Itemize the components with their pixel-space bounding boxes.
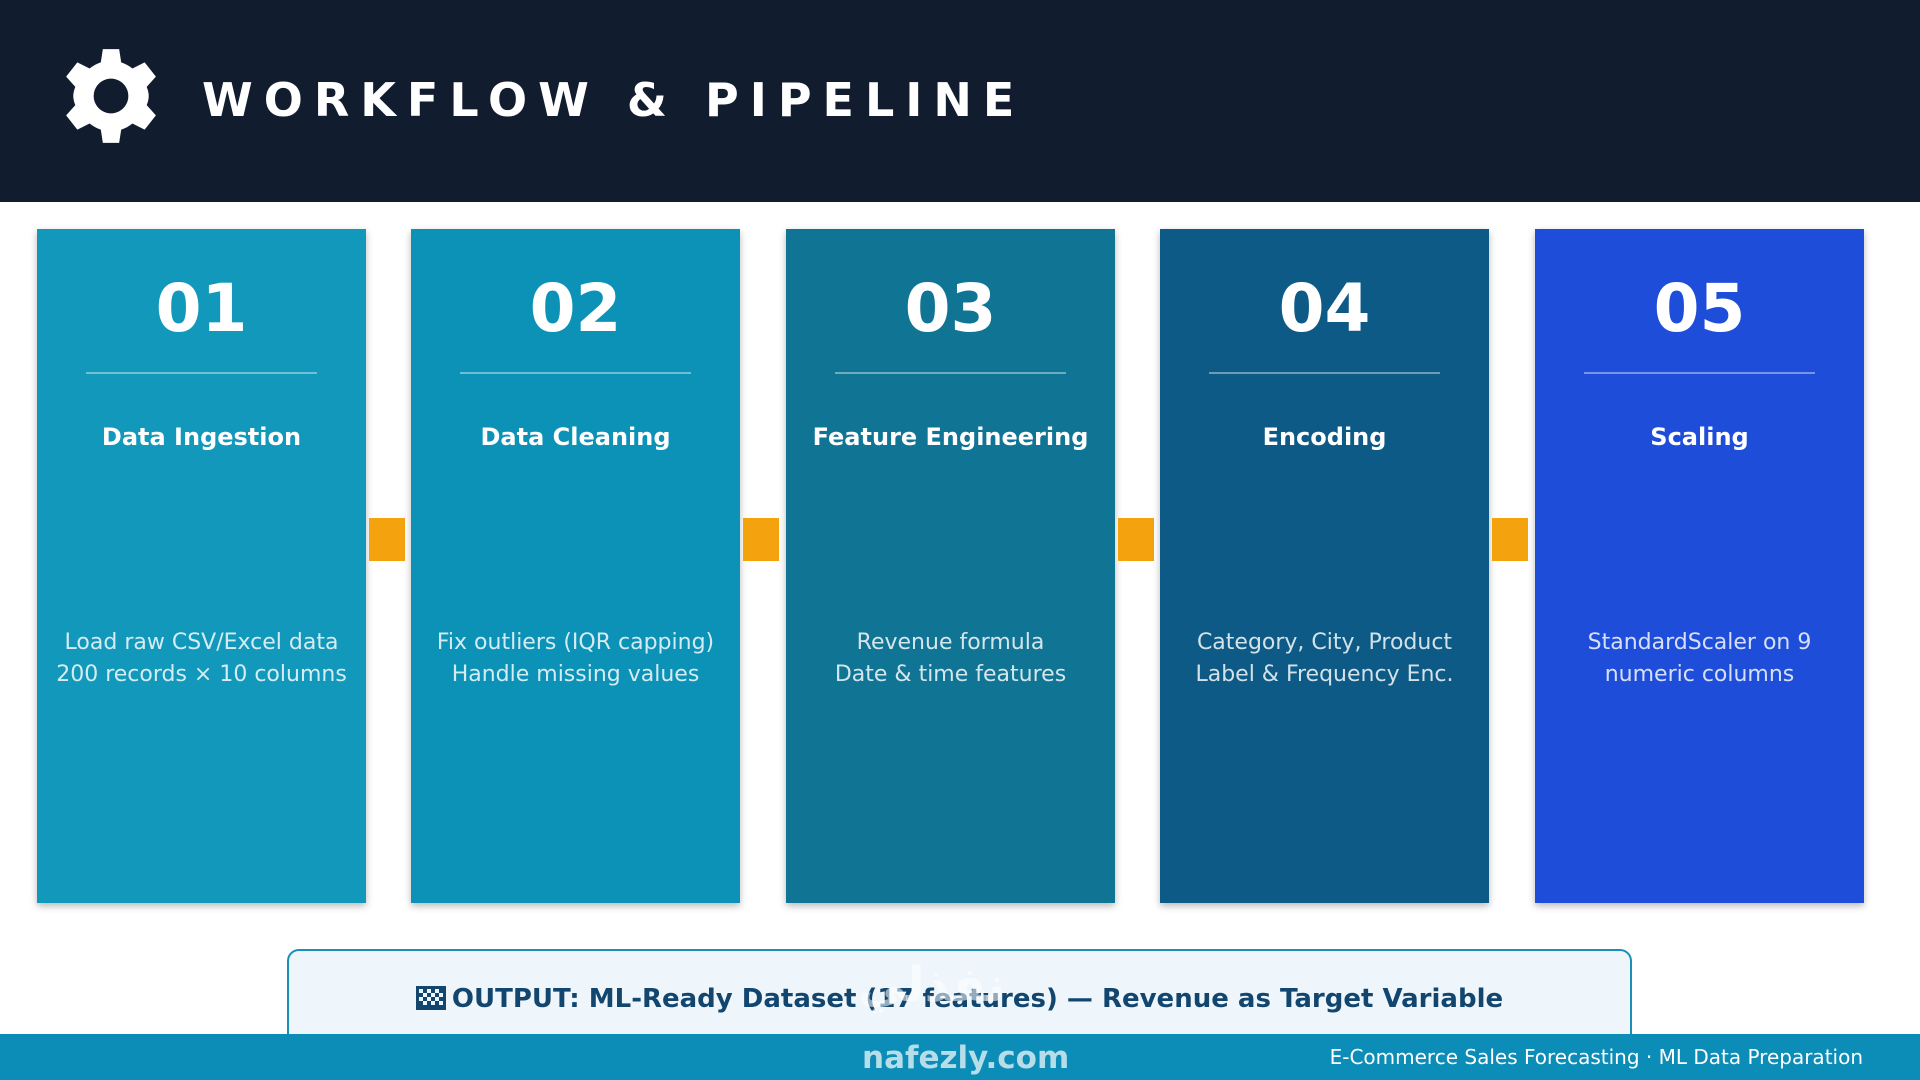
step-description-line: Date & time features	[834, 662, 1067, 687]
checkered-icon	[415, 986, 446, 1010]
step-card-1: 01 Data Ingestion Load raw CSV/Excel dat…	[37, 229, 366, 903]
step-description: Revenue formula Date & time features	[792, 627, 1109, 691]
divider	[1209, 372, 1440, 374]
step-card-4: 04 Encoding Category, City, Product Labe…	[1160, 229, 1489, 903]
footer-bar: E-Commerce Sales Forecasting · ML Data P…	[0, 1034, 1920, 1080]
step-connector	[743, 518, 779, 561]
gear-icon	[66, 49, 156, 143]
step-description-line: StandardScaler on 9	[1587, 630, 1812, 655]
step-connector	[1492, 518, 1528, 561]
header-bar: WORKFLOW & PIPELINE	[0, 0, 1920, 202]
step-card-2: 02 Data Cleaning Fix outliers (IQR cappi…	[411, 229, 740, 903]
step-description: Load raw CSV/Excel data 200 records × 10…	[43, 627, 360, 691]
step-name: Data Ingestion	[101, 423, 302, 451]
step-number: 02	[529, 270, 622, 347]
footer-text: E-Commerce Sales Forecasting · ML Data P…	[1329, 1045, 1863, 1069]
step-description-line: Label & Frequency Enc.	[1195, 662, 1454, 687]
step-description-line: 200 records × 10 columns	[56, 662, 347, 687]
step-number: 04	[1278, 270, 1371, 347]
step-description-line: Category, City, Product	[1196, 630, 1453, 655]
step-name: Feature Engineering	[812, 423, 1089, 451]
step-description-line: numeric columns	[1604, 662, 1795, 687]
step-name: Scaling	[1650, 423, 1749, 451]
step-description-line: Revenue formula	[856, 630, 1045, 655]
step-description: Category, City, Product Label & Frequenc…	[1166, 627, 1483, 691]
divider	[1584, 372, 1815, 374]
step-name: Data Cleaning	[480, 423, 671, 451]
step-description-line: Handle missing values	[451, 662, 700, 687]
step-description-line: Load raw CSV/Excel data	[64, 630, 339, 655]
step-number: 01	[155, 270, 248, 347]
step-name: Encoding	[1262, 423, 1387, 451]
output-label: OUTPUT: ML-Ready Dataset (17 features) —…	[289, 981, 1630, 1017]
step-description-line: Fix outliers (IQR capping)	[436, 630, 715, 655]
step-number: 03	[904, 270, 997, 347]
step-connector	[1118, 518, 1154, 561]
step-card-5: 05 Scaling StandardScaler on 9 numeric c…	[1535, 229, 1864, 903]
step-connector	[369, 518, 405, 561]
page-title: WORKFLOW & PIPELINE	[202, 73, 1026, 127]
divider	[835, 372, 1066, 374]
step-description: StandardScaler on 9 numeric columns	[1541, 627, 1858, 691]
watermark-arabic: نفذلي	[858, 957, 1005, 1013]
divider	[460, 372, 691, 374]
divider	[86, 372, 317, 374]
step-card-3: 03 Feature Engineering Revenue formula D…	[786, 229, 1115, 903]
output-text: OUTPUT: ML-Ready Dataset (17 features) —…	[451, 984, 1504, 1014]
step-number: 05	[1653, 270, 1746, 347]
step-description: Fix outliers (IQR capping) Handle missin…	[417, 627, 734, 691]
watermark: nafezly.com	[862, 1040, 1070, 1076]
